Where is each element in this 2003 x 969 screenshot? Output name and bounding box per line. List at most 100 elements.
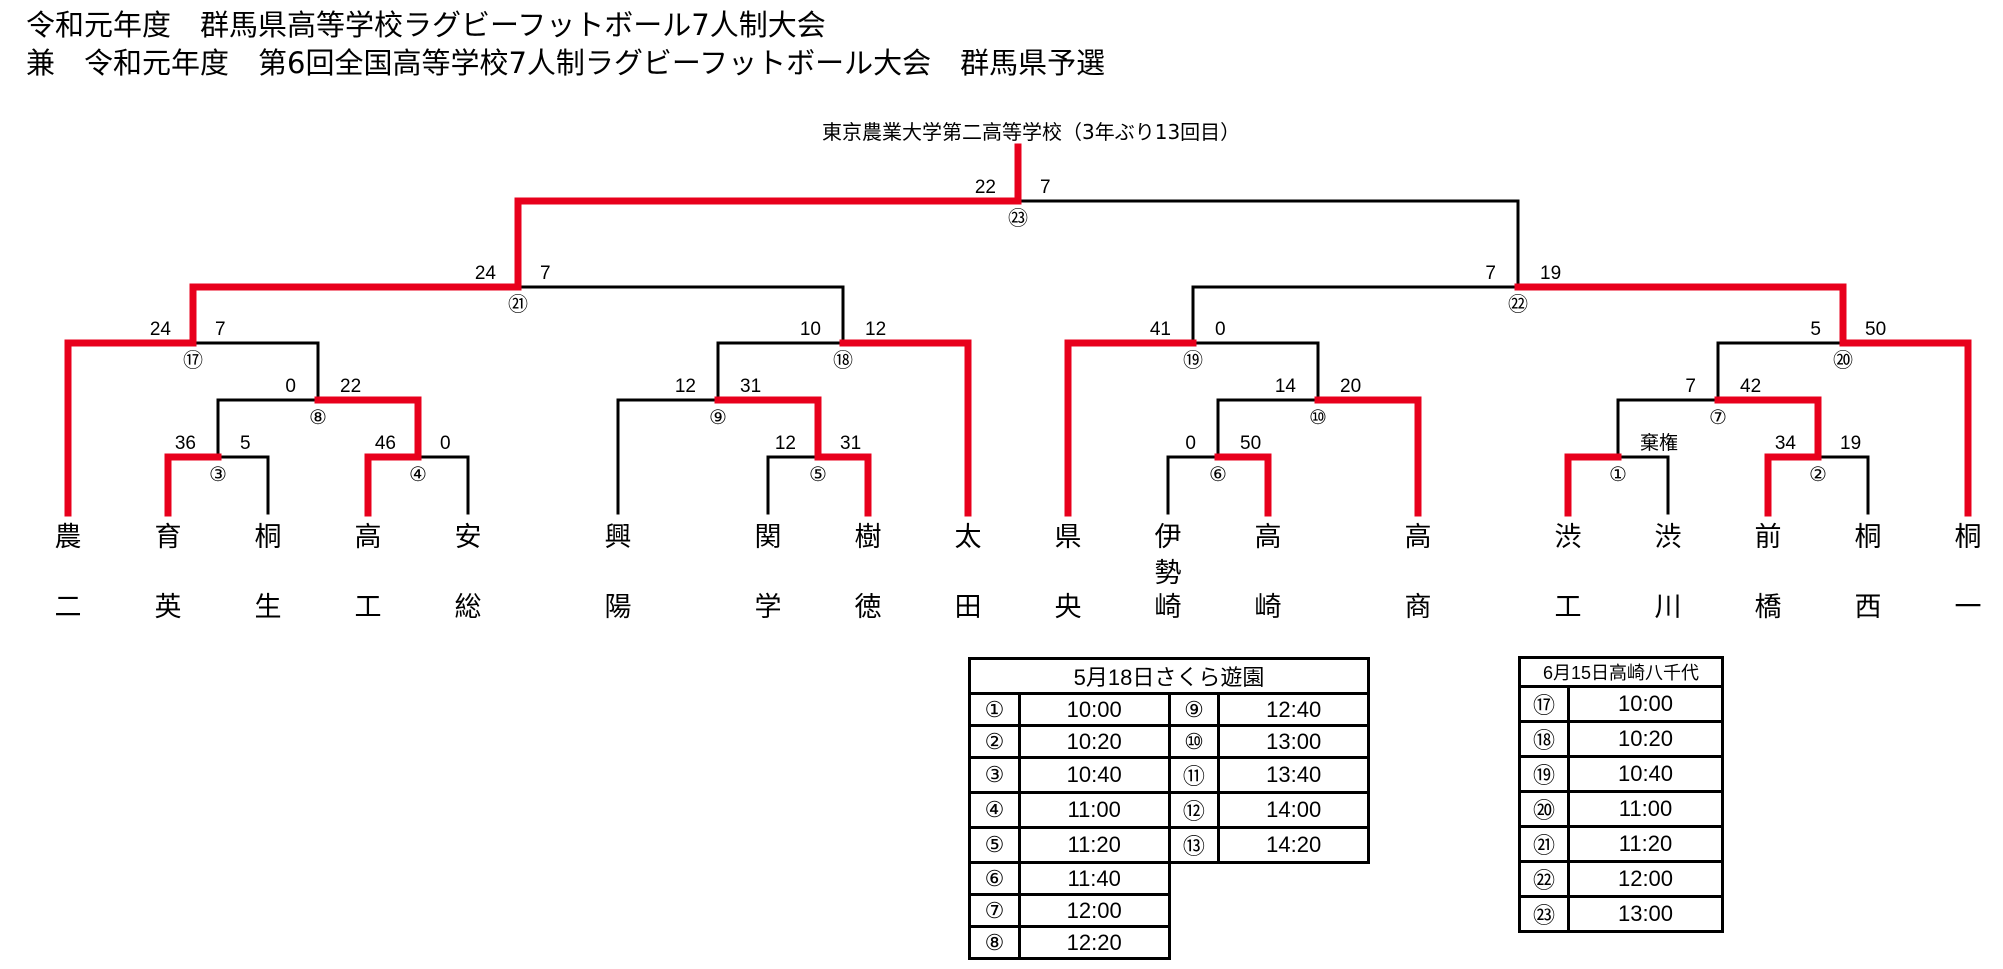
team-name-bottom: 徳 [854,592,882,623]
schedule-match-number: ② [968,724,1021,759]
team-name-top: 渋 [1654,522,1682,553]
schedule-empty-cell [1169,895,1219,927]
team-name-middle: 勢 [1154,558,1182,589]
match-number: ㉓ [1008,207,1028,230]
team-name-top: 関 [754,522,782,553]
team-name-bottom: 商 [1404,592,1432,623]
score-right: 0 [440,433,451,454]
schedule-match-number: ⑪ [1167,756,1221,794]
schedule-heading: 6月15日高崎八千代 [1518,656,1724,688]
score-left: 0 [1185,433,1196,454]
score-left: 7 [1485,263,1496,284]
schedule-match-number: ⑤ [968,826,1021,864]
team-name-bottom: 央 [1054,592,1082,623]
tournament-title: 令和元年度 群馬県高等学校ラグビーフットボール7人制大会 [26,8,826,42]
score-right: 31 [740,376,761,397]
match-number: ㉒ [1508,293,1528,316]
team-name-bottom: 生 [254,592,282,623]
score-right: 31 [840,433,861,454]
team-name-top: 樹 [854,522,882,553]
schedule-match-number: ⑬ [1167,826,1221,864]
schedule-time: 10:00 [1017,692,1171,727]
team-name-bottom: 橋 [1754,592,1782,623]
schedule-heading: 5月18日さくら遊園 [968,657,1370,695]
score-left: 22 [975,177,996,198]
match-number: ⑲ [1183,349,1203,372]
team-name-top: 興 [604,522,632,553]
schedule-match-number: ㉓ [1518,895,1570,933]
score-right: 22 [340,376,361,397]
team-name-top: 桐 [1954,522,1982,553]
schedule-empty-cell [1219,863,1369,895]
schedule-time: 11:40 [1017,861,1171,896]
score-left: 34 [1775,433,1797,454]
team-name-bottom: 陽 [604,592,632,623]
schedule-match-number: ⑲ [1518,755,1570,793]
team-name-top: 桐 [1854,522,1882,553]
team-name-bottom: 二 [54,592,82,623]
schedule-time: 10:40 [1017,756,1171,794]
team-name-bottom: 英 [154,592,182,623]
score-left: 12 [675,376,696,397]
team-name-bottom: 西 [1854,592,1882,623]
score-left: 36 [175,433,196,454]
schedule-match-number: ⑱ [1518,720,1570,758]
team-name-top: 農 [54,522,82,553]
schedule-time: 13:00 [1567,895,1724,933]
schedule-time: 13:00 [1217,724,1370,759]
match-number: ⑥ [1209,464,1227,486]
schedule-time: 11:00 [1017,791,1171,829]
score-left: 0 [285,376,296,397]
team-name-top: 桐 [254,522,282,553]
score-left: 14 [1275,376,1297,397]
team-name-top: 高 [1404,522,1432,553]
schedule-match-number: ㉒ [1518,860,1570,898]
schedule-empty-cell [1219,895,1369,927]
schedule-empty-cell [1219,927,1369,959]
schedule-match-number: ③ [968,756,1021,794]
match-number: ② [1809,464,1827,486]
team-name-top: 県 [1054,522,1082,553]
schedule-time: 12:40 [1217,692,1370,727]
schedule-match-number: ⑨ [1167,692,1221,727]
schedule-match-number: ① [968,692,1021,727]
schedule-match-number: ⑩ [1167,724,1221,759]
match-number: ⑳ [1833,349,1853,372]
team-name-top: 高 [354,522,382,553]
score-right: 棄権 [1640,432,1678,454]
match-number: ⑰ [183,349,203,372]
schedule-time: 12:20 [1017,925,1171,960]
match-number: ⑨ [709,407,727,429]
schedule-match-number: ⑥ [968,861,1021,896]
score-left: 24 [150,319,172,340]
champion-label: 東京農業大学第二高等学校（3年ぶり13回目） [822,120,1241,144]
score-right: 19 [1540,263,1561,284]
score-left: 10 [800,319,821,340]
score-right: 19 [1840,433,1861,454]
match-number: ① [1609,464,1627,486]
schedule-match-number: ⑧ [968,925,1021,960]
score-left: 46 [375,433,396,454]
team-name-top: 育 [154,522,182,553]
score-right: 7 [215,319,226,340]
schedule-time: 14:00 [1217,791,1370,829]
team-name-top: 伊 [1154,522,1182,553]
schedule-empty-cell [1169,863,1219,895]
team-name-bottom: 崎 [1254,592,1282,623]
schedule-time: 12:00 [1567,860,1724,898]
